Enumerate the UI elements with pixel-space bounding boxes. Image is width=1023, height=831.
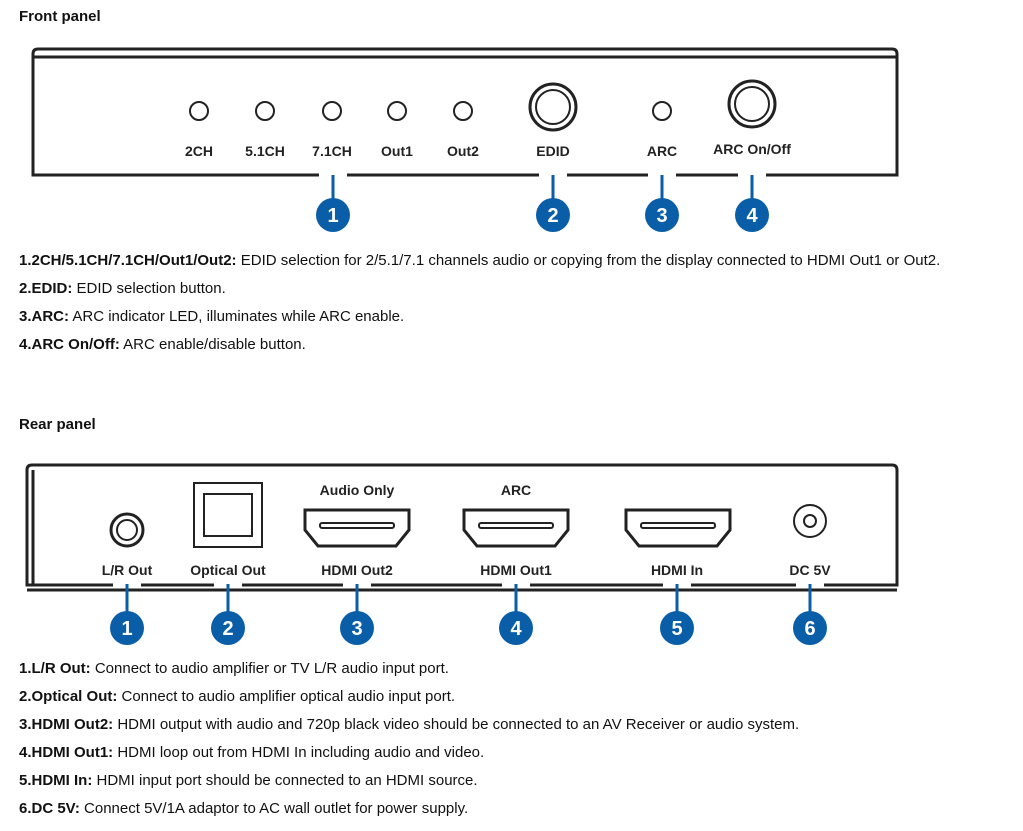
callout-1: 1 xyxy=(316,169,350,232)
callout-3: 3 xyxy=(645,169,679,232)
callout-badge xyxy=(110,611,144,645)
callout-badge xyxy=(499,611,533,645)
label-arc: ARC xyxy=(647,143,677,159)
callout-number: 2 xyxy=(222,618,233,640)
lr-out-jack xyxy=(109,512,145,548)
label-dc-5v: DC 5V xyxy=(789,562,831,578)
rear-desc-item: 6.DC 5V: Connect 5V/1A adaptor to AC wal… xyxy=(19,800,469,817)
callout-number: 4 xyxy=(746,205,758,227)
callout-badge xyxy=(793,611,827,645)
callout-number: 2 xyxy=(547,205,558,227)
callout-badge xyxy=(735,198,769,232)
rear-desc-item: 2.Optical Out: Connect to audio amplifie… xyxy=(19,688,456,705)
callout-badge xyxy=(340,611,374,645)
dc-5v-jack xyxy=(793,504,827,538)
label-arc-onoff: ARC On/Off xyxy=(713,141,791,157)
callout-1: 1 xyxy=(110,578,144,645)
callout-badge xyxy=(316,198,350,232)
rear-panel-heading: Rear panel xyxy=(19,416,96,433)
callout-4: 4 xyxy=(499,578,533,645)
label-7-1ch: 7.1CH xyxy=(312,143,352,159)
hdmi-out2-port xyxy=(303,508,411,548)
label-out2: Out2 xyxy=(447,143,479,159)
led-out1 xyxy=(387,101,407,121)
led-2ch xyxy=(189,101,209,121)
led-7-1ch xyxy=(322,101,342,121)
callout-number: 1 xyxy=(121,618,132,640)
front-desc-item: 4.ARC On/Off: ARC enable/disable button. xyxy=(19,336,306,353)
callout-badge xyxy=(645,198,679,232)
label-lr-out: L/R Out xyxy=(102,562,153,578)
callout-4: 4 xyxy=(735,169,769,232)
callout-6: 6 xyxy=(793,578,827,645)
led-out2 xyxy=(453,101,473,121)
front-desc-item: 1.2CH/5.1CH/7.1CH/Out1/Out2: EDID select… xyxy=(19,252,941,269)
label-optical-out: Optical Out xyxy=(190,562,266,578)
callout-number: 5 xyxy=(671,618,682,640)
optical-out-port xyxy=(193,482,263,548)
callout-3: 3 xyxy=(340,578,374,645)
front-panel xyxy=(31,47,899,177)
label-audio-only: Audio Only xyxy=(320,482,395,498)
callout-number: 3 xyxy=(351,618,362,640)
front-desc-item: 2.EDID: EDID selection button. xyxy=(19,280,226,297)
label-5-1ch: 5.1CH xyxy=(245,143,285,159)
arc-onoff-button xyxy=(727,79,777,129)
callout-2: 2 xyxy=(211,578,245,645)
label-2ch: 2CH xyxy=(185,143,213,159)
callout-badge xyxy=(536,198,570,232)
led-5-1ch xyxy=(255,101,275,121)
callout-2: 2 xyxy=(536,169,570,232)
label-edid: EDID xyxy=(536,143,569,159)
hdmi-out1-port xyxy=(462,508,570,548)
callout-number: 1 xyxy=(327,205,338,227)
callout-badge xyxy=(660,611,694,645)
callout-5: 5 xyxy=(660,578,694,645)
rear-desc-item: 4.HDMI Out1: HDMI loop out from HDMI In … xyxy=(19,744,485,761)
label-out1: Out1 xyxy=(381,143,413,159)
front-descriptions: 1.2CH/5.1CH/7.1CH/Out1/Out2: EDID select… xyxy=(19,247,1019,359)
rear-desc-item: 1.L/R Out: Connect to audio amplifier or… xyxy=(19,660,449,677)
hdmi-in-port xyxy=(624,508,732,548)
label-arc-top: ARC xyxy=(501,482,531,498)
front-desc-item: 3.ARC: ARC indicator LED, illuminates wh… xyxy=(19,308,405,325)
led-arc xyxy=(652,101,672,121)
callout-number: 6 xyxy=(804,618,815,640)
edid-button xyxy=(528,82,578,132)
rear-descriptions: 1.L/R Out: Connect to audio amplifier or… xyxy=(19,655,1019,823)
label-hdmi-in: HDMI In xyxy=(651,562,703,578)
callout-number: 3 xyxy=(656,205,667,227)
rear-panel xyxy=(25,463,899,592)
rear-desc-item: 5.HDMI In: HDMI input port should be con… xyxy=(19,772,478,789)
rear-desc-item: 3.HDMI Out2: HDMI output with audio and … xyxy=(19,716,800,733)
callout-badge xyxy=(211,611,245,645)
callout-number: 4 xyxy=(510,618,522,640)
label-hdmi-out1: HDMI Out1 xyxy=(480,562,552,578)
front-panel-heading: Front panel xyxy=(19,8,101,25)
label-hdmi-out2: HDMI Out2 xyxy=(321,562,393,578)
